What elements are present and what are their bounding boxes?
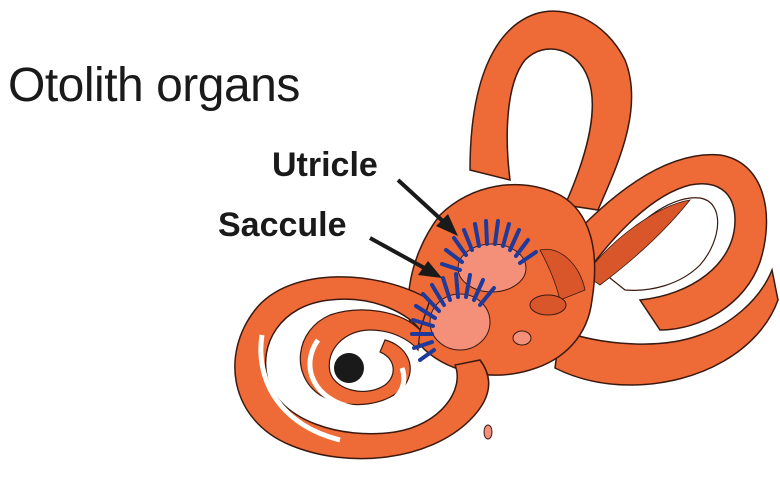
- anterior-semicircular-canal: [470, 11, 632, 210]
- round-window: [513, 331, 531, 345]
- oval-window: [530, 295, 566, 315]
- diagram-title: Otolith organs: [8, 58, 300, 113]
- utricle-label: Utricle: [272, 146, 378, 185]
- saccule-label: Saccule: [218, 206, 347, 245]
- cochlea-apex: [334, 353, 364, 383]
- small-canal-opening: [484, 425, 492, 439]
- anterior-canal-inner-edge: [507, 49, 588, 180]
